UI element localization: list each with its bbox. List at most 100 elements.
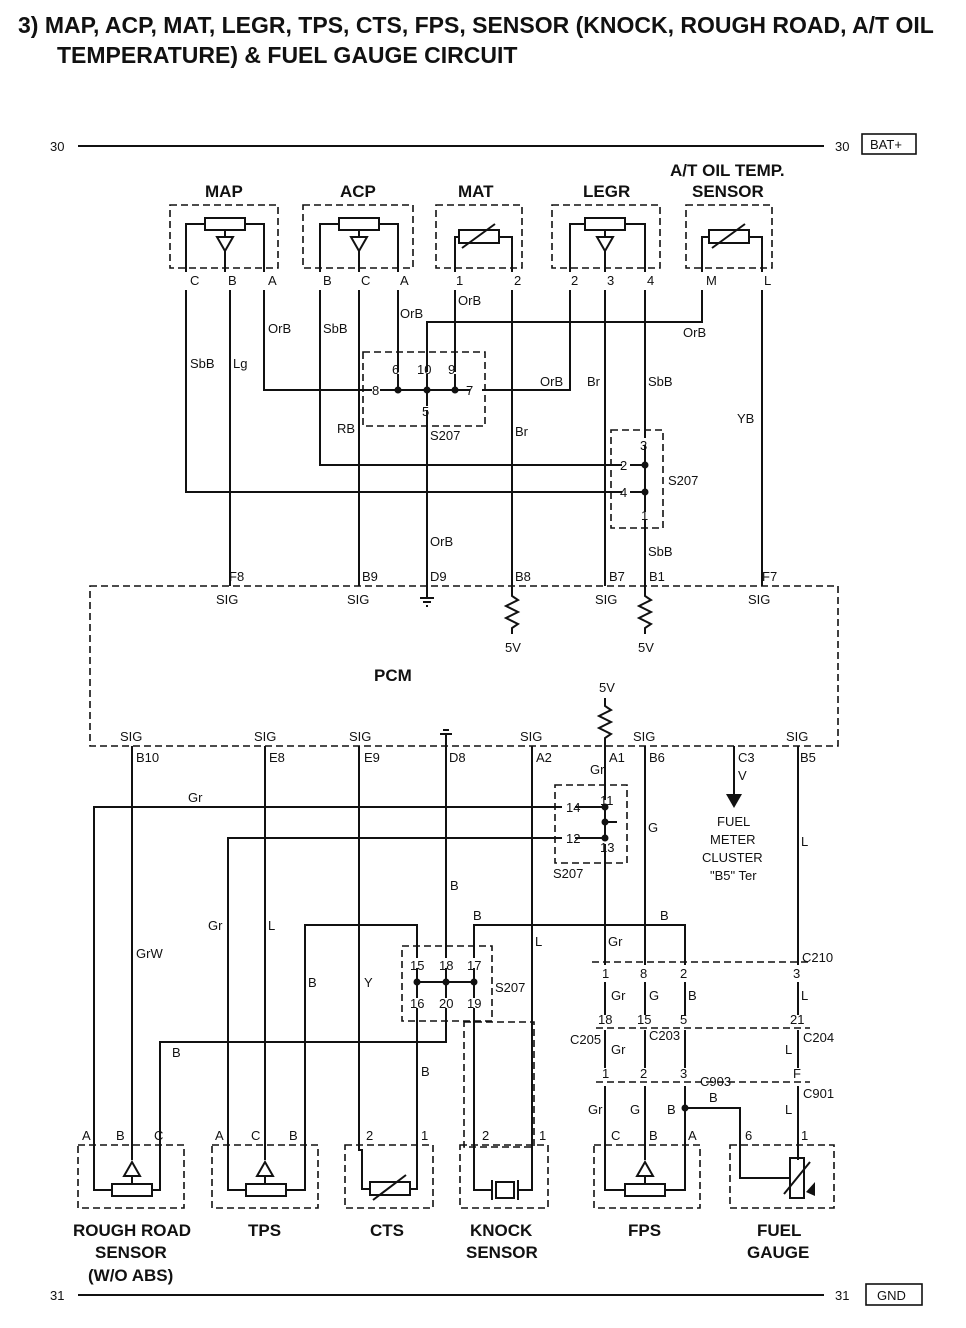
wire-label: SbB: [648, 374, 673, 389]
sig-label: SIG: [633, 729, 655, 744]
splice-a-pin-6: 6: [392, 362, 399, 377]
acp-pin-b: B: [323, 273, 332, 288]
fuel-meter-l1: FUEL: [717, 814, 750, 829]
title-line-2: TEMPERATURE) & FUEL GAUGE CIRCUIT: [57, 42, 517, 68]
c903-pin: 2: [640, 1066, 647, 1081]
wire-label: B: [709, 1090, 718, 1105]
pcm-terminal: F8: [229, 569, 244, 584]
sig-label: SIG: [120, 729, 142, 744]
acp-label: ACP: [340, 182, 376, 201]
wire-label: G: [648, 820, 658, 835]
splice-c-pin-13: 13: [600, 840, 614, 855]
fuel-meter-l2: METER: [710, 832, 756, 847]
wire-label: Gr: [590, 762, 605, 777]
mat-pin-2: 2: [514, 273, 521, 288]
splice-a-pin-9: 9: [448, 362, 455, 377]
legr-pin-4: 4: [647, 273, 654, 288]
pcm-terminal: B9: [362, 569, 378, 584]
wire-label: L: [801, 988, 808, 1003]
tps-pin-b: B: [289, 1128, 298, 1143]
wire-label: B: [172, 1045, 181, 1060]
wire-label: Gr: [588, 1102, 603, 1117]
pcm-module: PCM F8 B9 D9 B8 B7 B1 F7 SIG SIG SIG SIG…: [89, 569, 839, 765]
oil-pin-m: M: [706, 273, 717, 288]
splice-d-pin-18: 18: [439, 958, 453, 973]
map-pin-a: A: [268, 273, 277, 288]
c210-pin: 8: [640, 966, 647, 981]
c901-label: C901: [803, 1086, 834, 1101]
splice-d-pin-19: 19: [467, 996, 481, 1011]
rail-bottom-right-label: 31: [835, 1288, 849, 1303]
knock-label-1: KNOCK: [470, 1221, 533, 1240]
sig-label: SIG: [216, 592, 238, 607]
wire-label: SbB: [190, 356, 215, 371]
splice-s207-d: 15 18 17 16 20 19 S207: [401, 945, 525, 1022]
wire-label: B: [688, 988, 697, 1003]
pcm-terminal: B10: [136, 750, 159, 765]
pcm-terminal: A2: [536, 750, 552, 765]
map-pin-c: C: [190, 273, 199, 288]
c903-pin: 3: [680, 1066, 687, 1081]
wire-label: OrB: [458, 293, 481, 308]
wire-label: Gr: [611, 988, 626, 1003]
cts-pin-2: 2: [366, 1128, 373, 1143]
acp-sensor: ACP B C A: [302, 182, 414, 288]
knock-shield: [463, 1021, 535, 1148]
splice-a-pin-5: 5: [422, 404, 429, 419]
wire-label: Gr: [208, 918, 223, 933]
c210-label: C210: [802, 950, 833, 965]
acp-pin-a: A: [400, 273, 409, 288]
wire-label: B: [667, 1102, 676, 1117]
legr-sensor: LEGR 2 3 4: [551, 182, 661, 288]
splice-b-pin-4: 4: [620, 485, 627, 500]
gnd-rail: 31 31 GND: [50, 1283, 923, 1306]
sig-label: SIG: [349, 729, 371, 744]
legr-pin-3: 3: [607, 273, 614, 288]
c903-pin: 1: [602, 1066, 609, 1081]
knock-label-2: SENSOR: [466, 1243, 538, 1262]
knock-sensor: 2 1 KNOCK SENSOR: [459, 1128, 549, 1262]
wire-label: B: [450, 878, 459, 893]
wire-label: G: [649, 988, 659, 1003]
sig-label: SIG: [595, 592, 617, 607]
wire-label: Gr: [188, 790, 203, 805]
mat-sensor: MAT 1 2: [435, 182, 523, 288]
sig-label: SIG: [254, 729, 276, 744]
knock-pin-2: 2: [482, 1128, 489, 1143]
wire-label: Lg: [233, 356, 247, 371]
splice-c-pin-11: 11: [600, 793, 614, 808]
five-volt-label: 5V: [505, 640, 521, 655]
legr-label: LEGR: [583, 182, 630, 201]
wire-label: B: [308, 975, 317, 990]
wire-label: OrB: [540, 374, 563, 389]
five-volt-label: 5V: [599, 680, 615, 695]
splice-a-pin-10: 10: [417, 362, 431, 377]
mat-pin-1: 1: [456, 273, 463, 288]
c204-pin: 5: [680, 1012, 687, 1027]
pcm-terminal: B8: [515, 569, 531, 584]
splice-s207-c: 14 11 12 13 S207: [553, 784, 628, 881]
fuel-meter-wire: V: [738, 768, 747, 783]
splice-a-name: S207: [430, 428, 460, 443]
connector-c903-c901: 1 2 3 F C903 C901: [596, 1066, 834, 1101]
cts-sensor: 2 1 CTS: [344, 1128, 434, 1240]
wire-label: OrB: [268, 321, 291, 336]
wire-label: OrB: [430, 534, 453, 549]
wire-label: Gr: [611, 1042, 626, 1057]
tps-label: TPS: [248, 1221, 281, 1240]
five-volt-label: 5V: [638, 640, 654, 655]
pcm-terminal: B7: [609, 569, 625, 584]
c205-label: C205: [570, 1032, 601, 1047]
fuel-meter-cluster: V FUEL METER CLUSTER "B5" Ter: [702, 746, 763, 883]
splice-s207-a: 6 10 9 8 7 5 S207: [362, 351, 486, 443]
bat-rail: 30 30 BAT+: [50, 133, 917, 155]
wire-label: Gr: [608, 934, 623, 949]
pcm-terminal: F7: [762, 569, 777, 584]
wire-label: SbB: [323, 321, 348, 336]
fuel-gauge-pin-6: 6: [745, 1128, 752, 1143]
pcm-terminal: E9: [364, 750, 380, 765]
wire-label: RB: [337, 421, 355, 436]
acp-pin-c: C: [361, 273, 370, 288]
legr-pin-2: 2: [571, 273, 578, 288]
splice-s207-b: 3 2 4 1 S207: [610, 429, 698, 529]
